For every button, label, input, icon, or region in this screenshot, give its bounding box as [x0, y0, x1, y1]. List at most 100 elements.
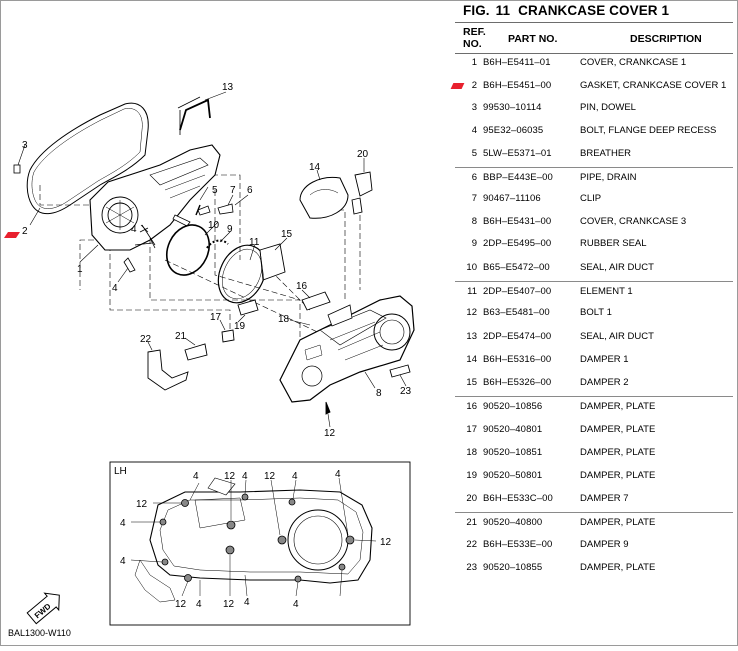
row-part-no: B6H–E5316–00: [483, 354, 552, 365]
callout-10: 10: [208, 220, 220, 231]
row-ref-no: 4: [471, 125, 477, 136]
row-ref-no: 13: [466, 331, 477, 342]
row-ref-no: 19: [466, 470, 477, 481]
row-description: COVER, CRANKCASE 1: [580, 57, 687, 68]
row-ref-no: 3: [471, 102, 477, 113]
callout-18: 18: [278, 314, 290, 325]
table-row: 17 90520–40801 DAMPER, PLATE: [455, 420, 733, 442]
row-part-no: B6H–E5431–00: [483, 216, 552, 227]
row-description: CLIP: [580, 193, 602, 204]
row-description: PIPE, DRAIN: [580, 172, 637, 183]
inset-callout-4: 4: [120, 518, 126, 529]
figure-title: FIG. 11 CRANKCASE COVER 1: [463, 3, 669, 18]
row-part-no: 90520–10856: [483, 401, 543, 412]
row-description: DAMPER, PLATE: [580, 447, 656, 458]
row-part-no: B65–E5472–00: [483, 262, 550, 273]
header-description: DESCRIPTION: [630, 33, 702, 45]
row-part-no: 5LW–E5371–01: [483, 148, 552, 159]
inset-side-label: LH: [114, 466, 127, 477]
row-part-no: 2DP–E5474–00: [483, 331, 552, 342]
row-ref-no: 12: [466, 307, 477, 318]
callout-4: 4: [131, 224, 137, 235]
row-part-no: B6H–E5411–01: [483, 57, 551, 68]
row-ref-no: 5: [471, 148, 477, 159]
header-part-no: PART NO.: [508, 33, 558, 45]
element-11: [217, 244, 267, 304]
row-description: DAMPER 2: [580, 377, 629, 388]
inset-callout-4: 4: [335, 469, 341, 480]
callout-20: 20: [357, 149, 369, 160]
lh-inset: LH: [26, 461, 411, 626]
row-ref-no: 11: [467, 286, 477, 297]
inset-callout-4: 4: [193, 471, 199, 482]
row-ref-no: 17: [466, 424, 477, 435]
callout-13: 13: [222, 82, 234, 93]
row-part-no: B63–E5481–00: [483, 307, 550, 318]
header-ref-no: REF. NO.: [463, 26, 486, 50]
callout-21: 21: [175, 331, 187, 342]
row-ref-no: 10: [466, 262, 477, 273]
row-part-no: 90520–40800: [483, 517, 543, 528]
row-description: SEAL, AIR DUCT: [580, 262, 654, 273]
table-row: 19 90520–50801 DAMPER, PLATE: [455, 466, 733, 488]
row-description: ELEMENT 1: [580, 286, 633, 297]
row-description: DAMPER, PLATE: [580, 517, 656, 528]
row-ref-no: 8: [471, 216, 477, 227]
figure-number: 11: [495, 3, 511, 18]
row-description: DAMPER, PLATE: [580, 470, 656, 481]
image-code: BAL1300-W110: [8, 628, 71, 638]
row-part-no: 2DP–E5407–00: [483, 286, 552, 297]
row-part-no: 90520–50801: [483, 470, 543, 481]
table-row: 6 BBP–E443E–00 PIPE, DRAIN: [455, 167, 733, 190]
row-description: DAMPER 7: [580, 493, 629, 504]
row-description: COVER, CRANKCASE 3: [580, 216, 687, 227]
inset-callout-4: 4: [244, 597, 250, 608]
row-description: DAMPER, PLATE: [580, 424, 656, 435]
callout-16: 16: [296, 281, 308, 292]
inset-callout-12: 12: [264, 471, 276, 482]
row-part-no: 95E32–06035: [483, 125, 544, 136]
row-description: DAMPER, PLATE: [580, 562, 656, 573]
row-part-no: BBP–E443E–00: [483, 172, 553, 183]
callout-9: 9: [227, 224, 233, 235]
row-part-no: B6H–E5451–00: [483, 80, 552, 91]
inset-callout-4: 4: [196, 599, 202, 610]
figure-label: FIG.: [463, 3, 490, 18]
row-description: BREATHER: [580, 148, 632, 159]
callout-4: 4: [112, 283, 118, 294]
damper-15: [259, 243, 286, 281]
callout-15: 15: [281, 229, 293, 240]
crankcase-cover-1: [89, 144, 221, 251]
row-ref-no: 6: [471, 172, 477, 183]
inset-callout-12: 12: [223, 599, 235, 610]
row-part-no: 90520–40801: [483, 424, 543, 435]
callout-6: 6: [247, 185, 253, 196]
row-part-no: 90520–10851: [483, 447, 543, 458]
row-description: DAMPER 9: [580, 539, 629, 550]
row-ref-no: 7: [471, 193, 477, 204]
row-ref-no: 22: [466, 539, 477, 550]
callout-1: 1: [77, 264, 83, 275]
row-description: BOLT 1: [580, 307, 612, 318]
row-part-no: 2DP–E5495–00: [483, 238, 552, 249]
row-ref-no: 16: [466, 401, 477, 412]
callout-12: 12: [324, 428, 336, 439]
highlight-marker: [4, 232, 20, 238]
table-row: 12 B63–E5481–00 BOLT 1: [455, 303, 733, 325]
table-row: 11 2DP–E5407–00 ELEMENT 1: [455, 281, 733, 304]
inset-callout-12: 12: [175, 599, 187, 610]
callout-23: 23: [400, 386, 412, 397]
row-ref-no: 18: [466, 447, 477, 458]
row-part-no: B6H–E533E–00: [483, 539, 553, 550]
figure-name: CRANKCASE COVER 1: [518, 3, 670, 18]
row-ref-no: 15: [466, 377, 477, 388]
callout-5: 5: [212, 185, 218, 196]
